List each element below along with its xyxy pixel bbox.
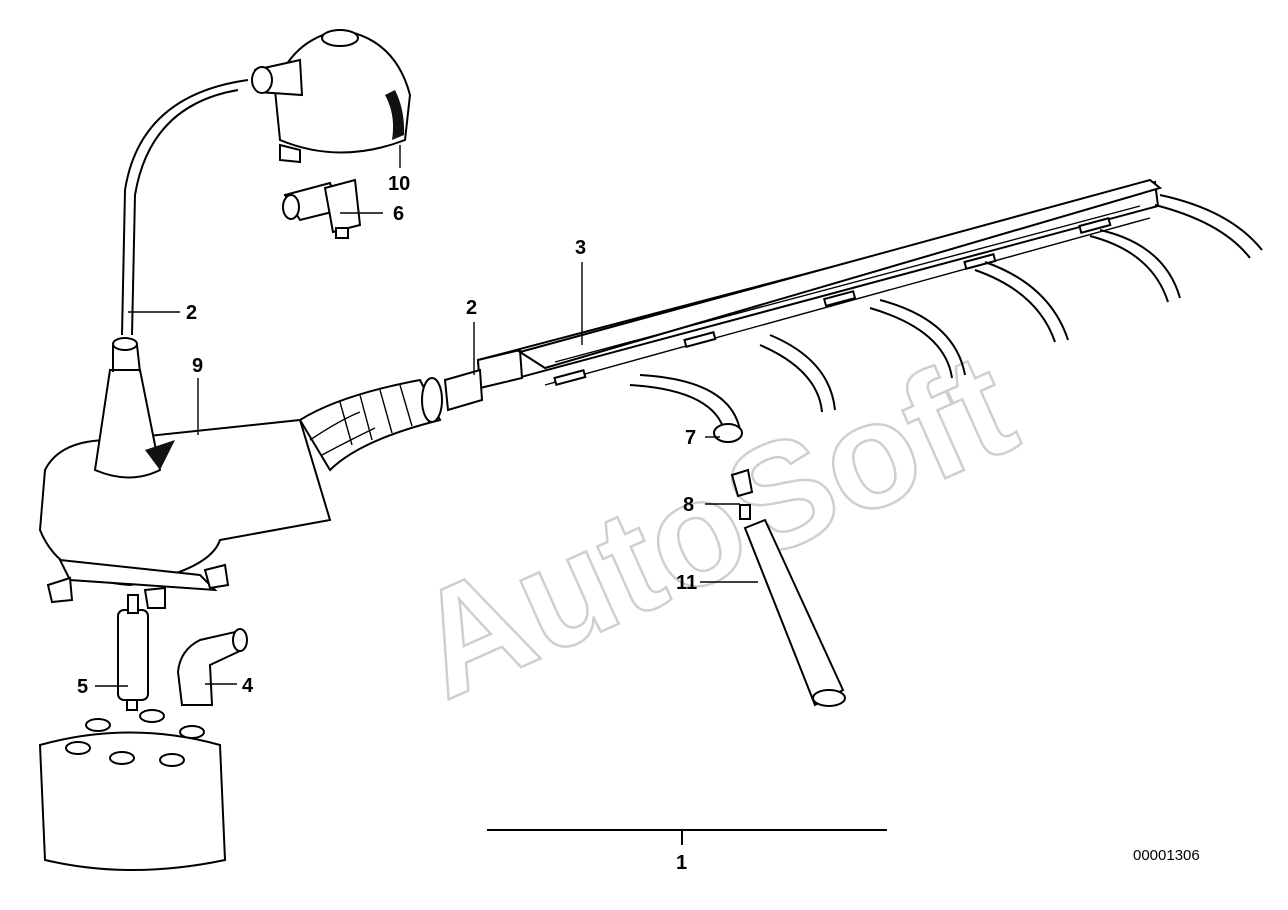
assembly-bracket (487, 829, 887, 845)
diagram-code: 00001306 (1133, 847, 1200, 864)
callout-11: 11 (676, 572, 697, 594)
callout-6: 6 (393, 203, 404, 225)
spark-plug-wires (629, 194, 1263, 434)
wire-rail-part (443, 178, 1163, 412)
callout-1: 1 (676, 852, 687, 874)
distributor-cover-part (38, 337, 443, 609)
elbow-connector-4 (176, 628, 248, 706)
coil-cap-part (251, 28, 412, 164)
distributor-cap (38, 709, 227, 871)
callout-2-rail-end: 2 (466, 297, 477, 319)
callout-9: 9 (192, 355, 203, 377)
callout-2-coil-wire: 2 (186, 302, 197, 324)
coil-wire-part (121, 79, 249, 336)
callout-7: 7 (685, 427, 696, 449)
callout-4: 4 (242, 675, 254, 697)
callout-3: 3 (575, 237, 586, 259)
elbow-connector-6 (282, 178, 362, 239)
leader-lines (95, 145, 758, 687)
straight-connector-5 (117, 594, 149, 711)
callout-10: 10 (388, 173, 410, 195)
plug-connector-chain (713, 423, 846, 707)
callout-8: 8 (683, 494, 694, 516)
callout-5: 5 (77, 676, 88, 698)
